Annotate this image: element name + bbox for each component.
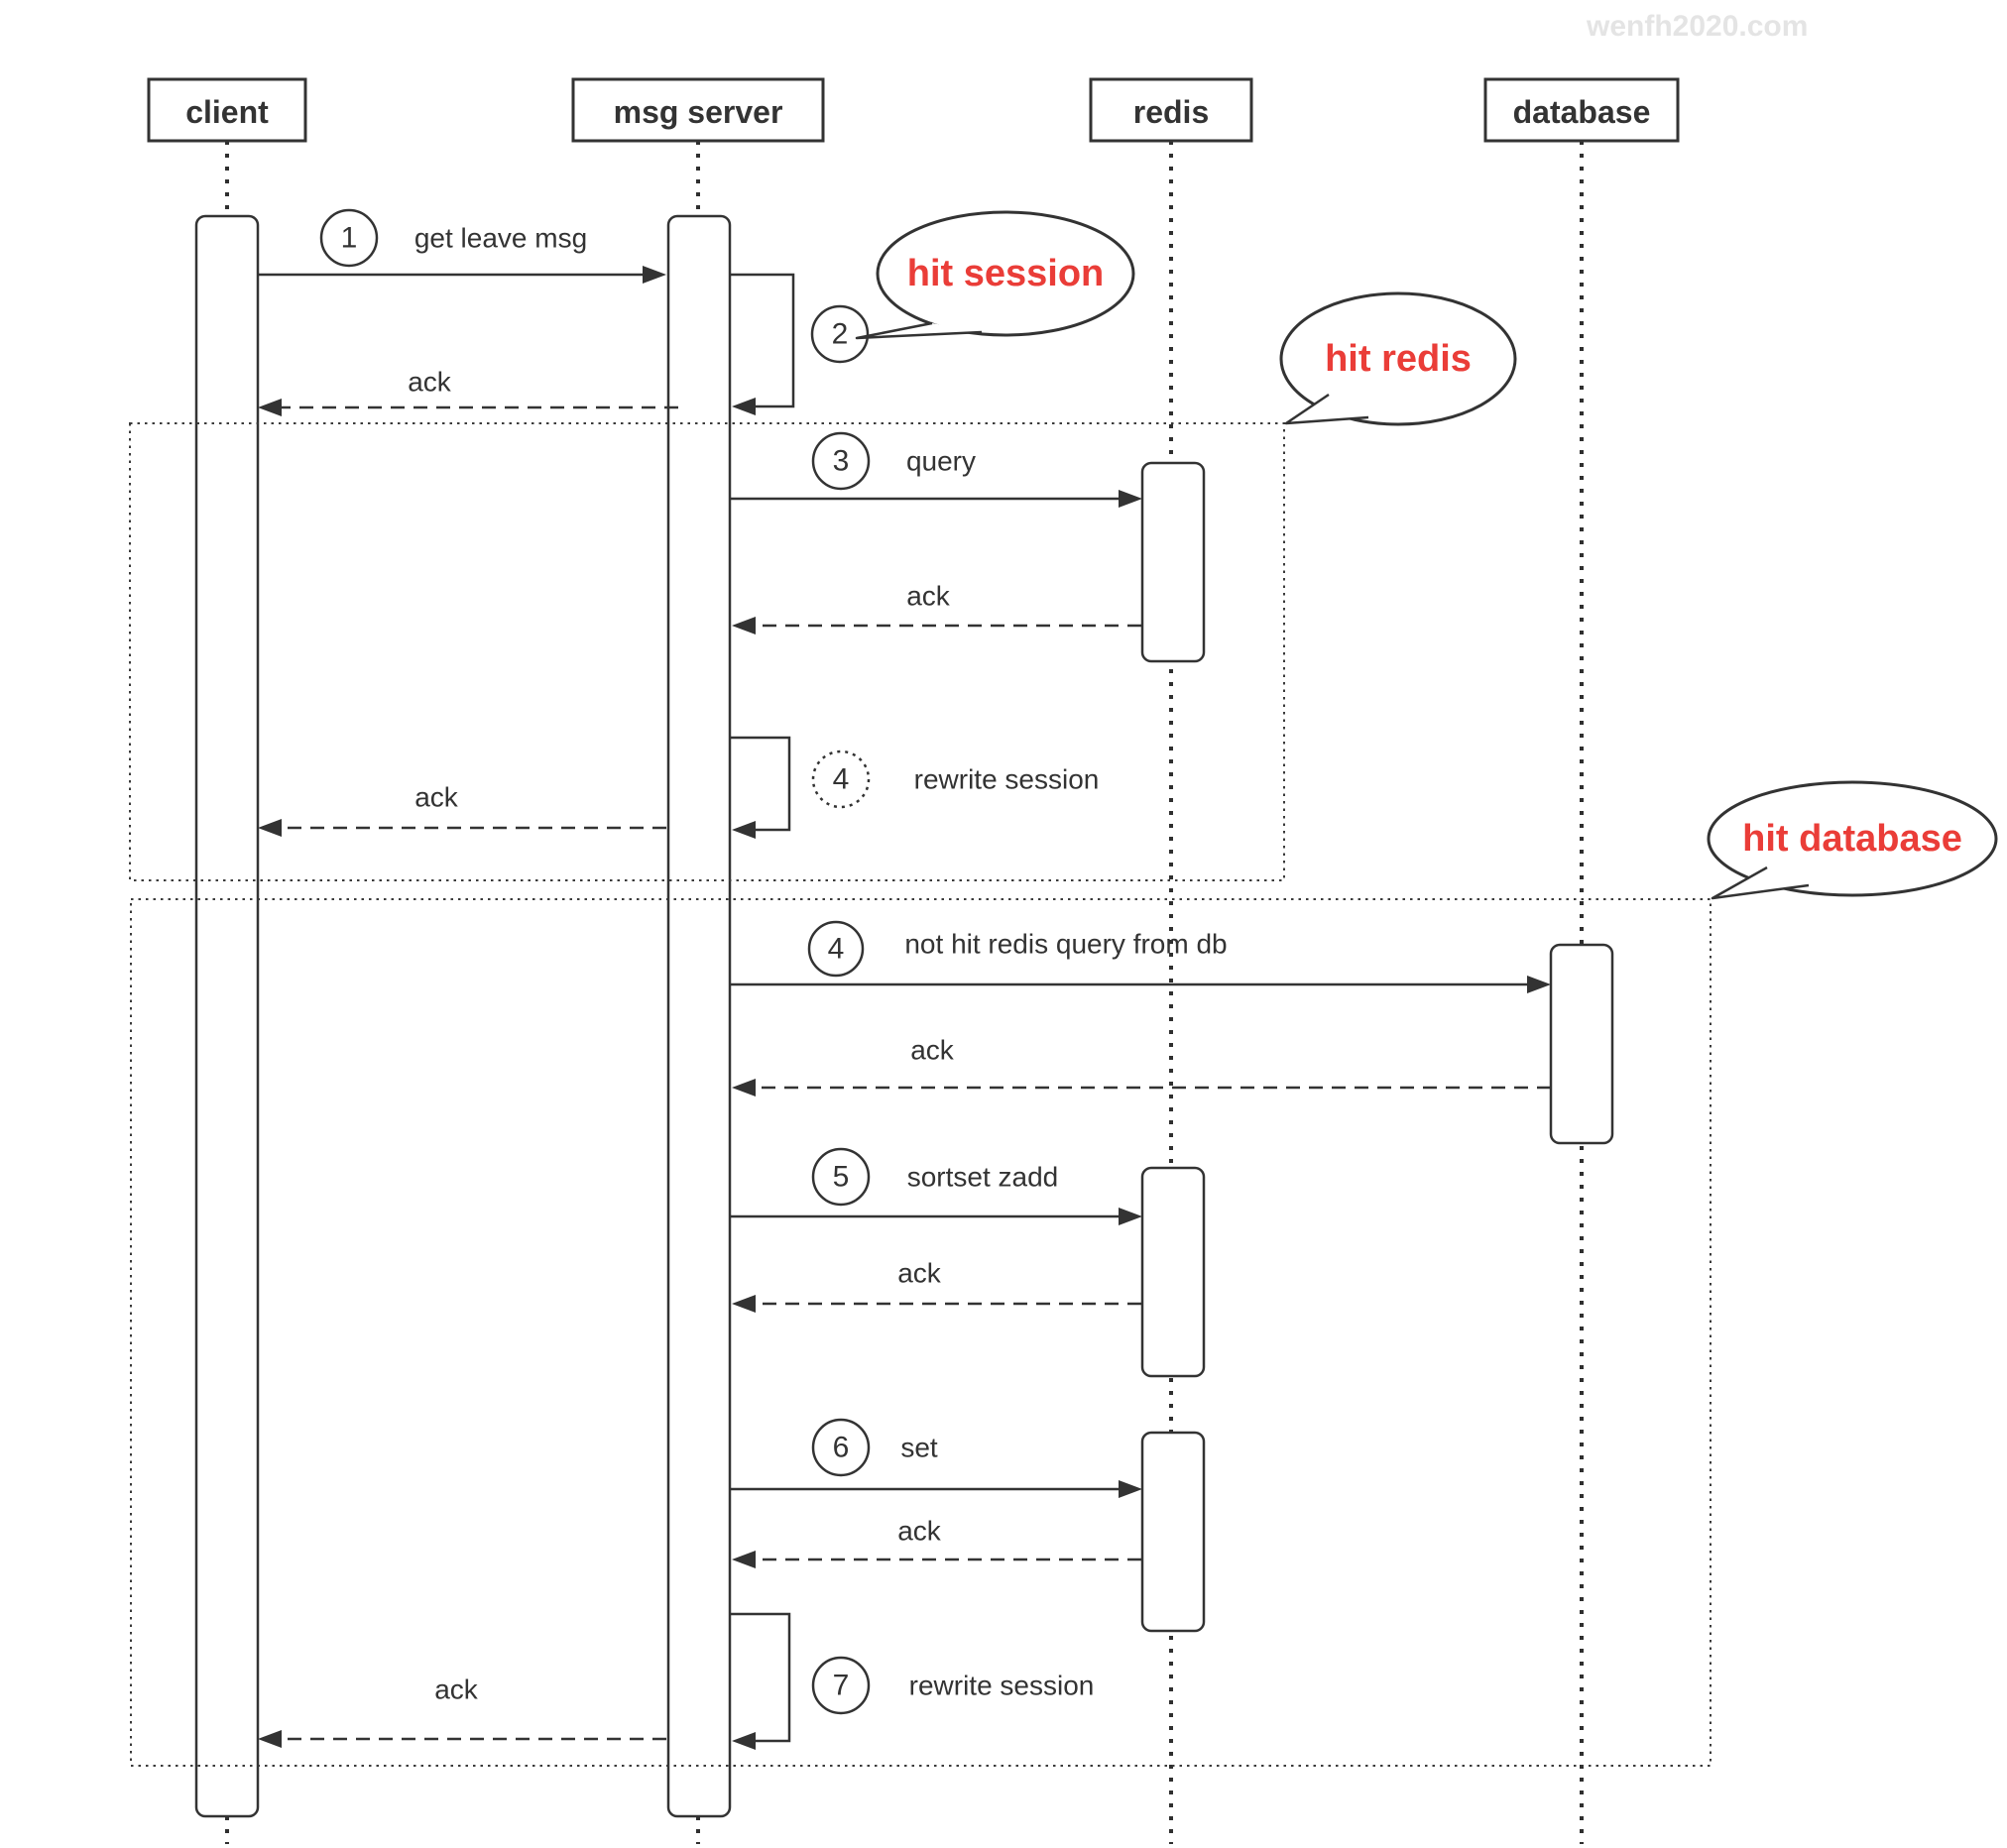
step-number-7: 7 bbox=[833, 1670, 850, 1702]
arrowhead-query bbox=[1119, 490, 1142, 508]
selfloop-rewrite-session-1 bbox=[730, 736, 791, 832]
ack-label-db: ack bbox=[910, 1035, 955, 1066]
step-label-rewrite-session-2: rewrite session bbox=[909, 1671, 1095, 1701]
arrowhead-ack-db bbox=[732, 1079, 756, 1097]
step-badge-1 bbox=[319, 208, 379, 268]
step-label-query: query bbox=[906, 446, 976, 477]
ack-label-final: ack bbox=[434, 1675, 479, 1705]
step-badge-3 bbox=[811, 431, 871, 491]
callout-hit-database-tail bbox=[1711, 866, 1810, 900]
callout-hit-redis-tail bbox=[1284, 393, 1369, 425]
arrowhead-ack-redis-set bbox=[732, 1551, 756, 1568]
callout-hit-redis-bubble bbox=[1279, 291, 1517, 426]
callout-hit-session-bubble bbox=[876, 210, 1135, 337]
arrowhead-ack-final bbox=[258, 1730, 282, 1748]
callout-hit-database-bubble bbox=[1707, 780, 1998, 897]
actor-label-database: database bbox=[1513, 94, 1651, 130]
actor-box-msg-server bbox=[571, 77, 825, 143]
callout-hit-session-tail bbox=[855, 321, 983, 340]
frame-hit-database bbox=[130, 898, 1712, 1767]
ack-label-session: ack bbox=[408, 367, 452, 398]
callout-hit-database-label: hit database bbox=[1742, 818, 1962, 860]
actor-label-msg-server: msg server bbox=[614, 94, 783, 130]
activation-redis-set bbox=[1140, 1431, 1206, 1633]
arrowhead-rewrite-session-2 bbox=[732, 1732, 756, 1750]
arrowhead-sortset-zadd bbox=[1119, 1208, 1142, 1225]
step-badge-7 bbox=[811, 1656, 871, 1715]
arrowhead-ack-session bbox=[258, 399, 282, 416]
actor-label-redis: redis bbox=[1133, 94, 1209, 130]
activation-msg-server bbox=[666, 214, 732, 1818]
step-number-2: 2 bbox=[832, 318, 849, 351]
arrowhead-hit-session-loop bbox=[732, 398, 756, 415]
watermark: wenfh2020.com bbox=[1586, 10, 1808, 43]
selfloop-rewrite-session-2 bbox=[730, 1612, 791, 1743]
step-label-query-db: not hit redis query from db bbox=[904, 929, 1227, 960]
step-label-sortset-zadd: sortset zadd bbox=[907, 1162, 1059, 1193]
step-badge-4-rewrite bbox=[811, 750, 871, 809]
step-number-3: 3 bbox=[833, 445, 850, 478]
arrowhead-get-leave-msg bbox=[643, 266, 666, 284]
callout-hit-redis-label: hit redis bbox=[1325, 338, 1472, 380]
ack-label-rewrite-1: ack bbox=[414, 782, 459, 813]
step-badge-4-db bbox=[807, 920, 865, 978]
step-number-4-rewrite: 4 bbox=[833, 763, 850, 796]
step-number-6: 6 bbox=[833, 1432, 850, 1464]
activation-database bbox=[1549, 943, 1614, 1145]
actor-box-redis bbox=[1089, 77, 1253, 143]
actor-label-client: client bbox=[185, 94, 269, 130]
arrowhead-ack-redis-zadd bbox=[732, 1295, 756, 1313]
activation-redis-query bbox=[1140, 461, 1206, 663]
arrowhead-ack-rewrite-1 bbox=[258, 819, 282, 837]
arrowhead-ack-redis-query bbox=[732, 617, 756, 635]
step-number-1: 1 bbox=[341, 222, 358, 255]
callout-hit-session-label: hit session bbox=[907, 253, 1105, 294]
arrowhead-query-db bbox=[1527, 976, 1551, 993]
step-badge-2 bbox=[810, 304, 870, 364]
ack-label-redis-set: ack bbox=[897, 1516, 942, 1547]
step-label-get-leave-msg: get leave msg bbox=[414, 223, 587, 254]
selfloop-hit-session bbox=[730, 273, 795, 408]
step-label-rewrite-session-1: rewrite session bbox=[914, 764, 1100, 795]
step-number-4-db: 4 bbox=[828, 933, 845, 966]
step-label-set: set bbox=[900, 1433, 938, 1463]
actor-box-client bbox=[147, 77, 307, 143]
actor-box-database bbox=[1483, 77, 1680, 143]
activation-client bbox=[194, 214, 260, 1818]
activation-redis-zadd bbox=[1140, 1166, 1206, 1378]
arrowhead-set bbox=[1119, 1480, 1142, 1498]
step-number-5: 5 bbox=[833, 1161, 850, 1194]
ack-label-redis-query: ack bbox=[906, 581, 951, 612]
arrowhead-rewrite-session-1 bbox=[732, 821, 756, 839]
ack-label-redis-zadd: ack bbox=[897, 1258, 942, 1289]
step-badge-5 bbox=[811, 1147, 871, 1207]
step-badge-6 bbox=[811, 1418, 871, 1477]
frame-hit-redis bbox=[129, 422, 1285, 881]
